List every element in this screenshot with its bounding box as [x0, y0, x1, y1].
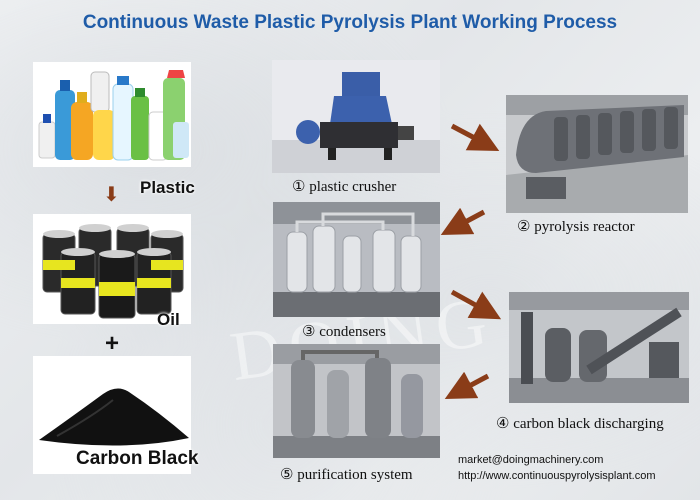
step-4-caption: ④ carbon black discharging — [496, 416, 664, 432]
step-2-caption: ② pyrolysis reactor — [517, 219, 635, 235]
plus-sign: + — [105, 330, 120, 357]
carbon-black-label: Carbon Black — [76, 448, 199, 469]
plastic-crusher-image — [272, 60, 440, 173]
arrow-crusher-to-reactor-icon — [450, 123, 500, 152]
page-title: Continuous Waste Plastic Pyrolysis Plant… — [82, 12, 618, 33]
oil-label: Oil — [157, 310, 180, 329]
arrow-discharge-to-purify-icon — [444, 371, 490, 400]
condensers-image — [273, 202, 440, 317]
down-arrow-icon: ⬇ — [103, 184, 120, 206]
carbon-black-discharging-image — [509, 292, 689, 403]
purification-system-image — [273, 344, 440, 458]
step-5-caption: ⑤ purification system — [280, 467, 413, 483]
carbon-black-image — [33, 356, 191, 474]
arrow-condensers-to-discharge-icon — [450, 289, 502, 320]
plastic-label: Plastic — [140, 178, 195, 197]
plastic-bottles-image — [33, 62, 191, 167]
contact-email[interactable]: market@doingmachinery.com — [458, 454, 604, 466]
step-1-caption: ① plastic crusher — [292, 179, 397, 195]
pyrolysis-reactor-image — [506, 95, 688, 213]
contact-url[interactable]: http://www.continuouspyrolysisplant.com — [458, 470, 656, 482]
oil-drums-image — [33, 214, 191, 324]
arrow-reactor-to-condensers-icon — [440, 207, 486, 236]
step-3-caption: ③ condensers — [302, 324, 386, 340]
